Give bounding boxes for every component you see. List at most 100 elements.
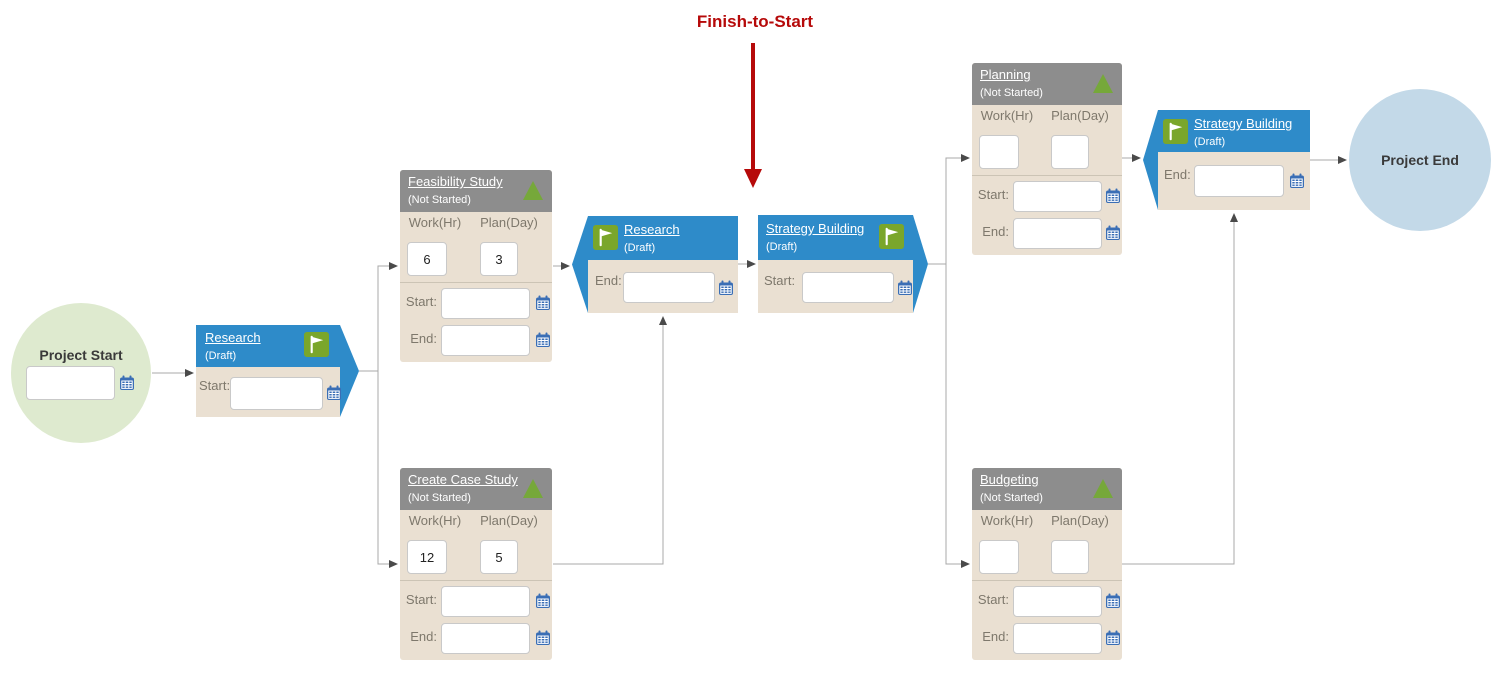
node-project-start[interactable]: Project Start [11, 303, 151, 443]
node-title-link[interactable]: Create Case Study [408, 472, 518, 487]
connector-budgeting-to-strategy-end[interactable] [1122, 213, 1238, 565]
node-body: Start: [758, 260, 913, 313]
node-feasibility-study[interactable]: Feasibility Study (Not Started) Work(Hr)… [400, 170, 552, 362]
connector-strategy-to-budgeting[interactable] [945, 264, 970, 568]
connector-research-to-casestudy[interactable] [377, 371, 398, 568]
plan-label: Plan(Day) [480, 215, 538, 230]
start-label: Start: [977, 592, 1009, 607]
calendar-icon[interactable] [897, 280, 913, 296]
node-header: Budgeting (Not Started) [972, 468, 1122, 510]
node-create-case-study[interactable]: Create Case Study (Not Started) Work(Hr)… [400, 468, 552, 660]
node-status: (Not Started) [980, 87, 1043, 99]
end-label: End: [982, 629, 1009, 644]
start-label: Start: [977, 187, 1009, 202]
node-planning[interactable]: Planning (Not Started) Work(Hr) Plan(Day… [972, 63, 1122, 255]
project-start-date-input[interactable] [26, 366, 115, 400]
calendar-icon[interactable] [1105, 593, 1121, 609]
end-date-input[interactable] [441, 623, 530, 654]
work-hours-input[interactable] [979, 540, 1019, 574]
start-date-input[interactable] [441, 586, 530, 617]
node-title-link[interactable]: Research [205, 330, 261, 345]
divider [972, 175, 1122, 176]
node-status: (Draft) [766, 241, 798, 253]
plan-days-input[interactable] [480, 242, 518, 276]
node-strategy-building-mid[interactable]: Strategy Building (Draft) Start: [758, 215, 928, 313]
start-date-input[interactable] [802, 272, 894, 303]
plan-label: Plan(Day) [1051, 108, 1109, 123]
node-title-link[interactable]: Strategy Building [1194, 116, 1293, 131]
node-strategy-building-end[interactable]: Strategy Building (Draft) End: [1143, 110, 1310, 210]
triangle-up-icon [1093, 479, 1113, 498]
end-date-input[interactable] [1013, 623, 1102, 654]
calendar-icon[interactable] [535, 630, 551, 646]
node-status: (Draft) [624, 242, 656, 254]
plan-days-input[interactable] [480, 540, 518, 574]
work-label: Work(Hr) [980, 108, 1034, 123]
node-status: (Not Started) [408, 194, 471, 206]
divider [400, 580, 552, 581]
divider [400, 282, 552, 283]
plan-days-input[interactable] [1051, 540, 1089, 574]
start-label: Start: [405, 294, 437, 309]
end-label: End: [982, 224, 1009, 239]
node-project-end[interactable]: Project End [1349, 89, 1491, 231]
end-date-input[interactable] [623, 272, 715, 303]
end-date-input[interactable] [1194, 165, 1284, 197]
node-header: Feasibility Study (Not Started) [400, 170, 552, 212]
work-label: Work(Hr) [408, 513, 462, 528]
connector-strategy-to-planning[interactable] [928, 154, 970, 265]
work-hours-input[interactable] [407, 540, 447, 574]
calendar-icon[interactable] [326, 385, 342, 401]
calendar-icon[interactable] [1105, 225, 1121, 241]
node-research-mid[interactable]: Research (Draft) End: [572, 216, 738, 313]
calendar-icon[interactable] [1105, 630, 1121, 646]
calendar-icon[interactable] [119, 375, 135, 391]
finish-to-start-arrow [744, 43, 762, 188]
node-title-link[interactable]: Planning [980, 67, 1031, 82]
node-title-link[interactable]: Feasibility Study [408, 174, 503, 189]
flag-icon [1163, 119, 1188, 144]
calendar-icon[interactable] [1105, 188, 1121, 204]
work-hours-input[interactable] [407, 242, 447, 276]
node-body: Start: [196, 367, 342, 417]
end-date-input[interactable] [441, 325, 530, 356]
flag-icon [879, 224, 904, 249]
end-label: End: [410, 629, 437, 644]
connector-research-to-feasibility[interactable] [359, 262, 398, 372]
calendar-icon[interactable] [535, 332, 551, 348]
node-budgeting[interactable]: Budgeting (Not Started) Work(Hr) Plan(Da… [972, 468, 1122, 660]
calendar-icon[interactable] [718, 280, 734, 296]
start-date-input[interactable] [1013, 181, 1102, 212]
flag-icon [593, 225, 618, 250]
start-date-input[interactable] [1013, 586, 1102, 617]
connector-casestudy-to-research-mid[interactable] [553, 316, 667, 565]
node-header: Planning (Not Started) [972, 63, 1122, 105]
end-date-input[interactable] [1013, 218, 1102, 249]
end-label: End: [595, 273, 622, 288]
node-title-link[interactable]: Strategy Building [766, 221, 865, 236]
node-status: (Draft) [205, 350, 237, 362]
start-date-input[interactable] [441, 288, 530, 319]
start-label: Start: [764, 273, 796, 288]
project-end-label: Project End [1381, 152, 1459, 168]
node-title-link[interactable]: Research [624, 222, 680, 237]
node-research-start[interactable]: Research (Draft) Start: [196, 325, 359, 417]
calendar-icon[interactable] [535, 295, 551, 311]
start-label: Start: [199, 378, 231, 393]
triangle-up-icon [1093, 74, 1113, 93]
work-label: Work(Hr) [408, 215, 462, 230]
node-title-link[interactable]: Budgeting [980, 472, 1039, 487]
end-label: End: [1164, 167, 1191, 182]
plan-days-input[interactable] [1051, 135, 1089, 169]
calendar-icon[interactable] [535, 593, 551, 609]
end-label: End: [410, 331, 437, 346]
work-hours-input[interactable] [979, 135, 1019, 169]
plan-label: Plan(Day) [1051, 513, 1109, 528]
node-header: Create Case Study (Not Started) [400, 468, 552, 510]
node-status: (Draft) [1194, 136, 1226, 148]
divider [972, 580, 1122, 581]
calendar-icon[interactable] [1289, 173, 1305, 189]
start-date-input[interactable] [230, 377, 323, 410]
node-body: End: [588, 260, 738, 313]
